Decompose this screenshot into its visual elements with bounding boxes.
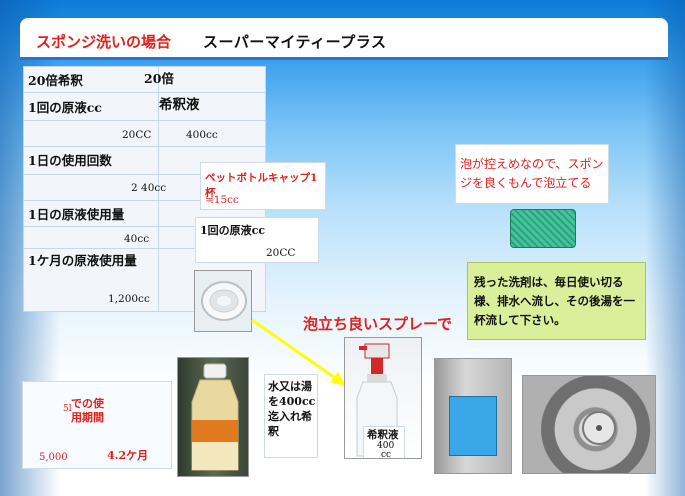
spray-tag-line2: 400 [377,441,395,451]
spray-label: 泡立ち良いスプレーで [303,315,453,333]
spray-tag-line3: cc [381,450,392,459]
page-title-red: スポンジ洗いの場合 [36,33,172,51]
pet-bottle-photo [177,357,249,477]
drain-image [582,411,616,445]
single-dose-box: 1回の原液cc 20CC [195,217,319,263]
table-cell: 1日の原液使用量 [28,207,125,222]
pet-bottle-image [191,363,239,471]
table-cell: 20倍希釈 [28,73,83,88]
spray-tag-line1: 希釈液 [367,429,399,441]
table-row: 20倍希釈 20倍 [24,67,265,93]
sponge-note: 泡が控えめなので、スポンジを良くもんで泡立てる [455,144,609,204]
table-cell: 1回の原液cc [28,100,102,115]
table-cell: 希釈液 [159,97,200,113]
usage-period-box: 5l での使 用期間 5,000 4.2ケ月 [22,381,172,469]
table-row: 20CC 400cc [24,121,265,147]
arrow-line [251,318,339,382]
bottle-cap-photo [194,270,252,332]
table-cell: 40cc [124,233,150,245]
table-row: 40cc [24,227,265,249]
container-label [449,396,497,456]
table-cell: 1ケ月の原液使用量 [28,253,137,268]
spray-tag: 希釈液 400 cc [363,426,405,459]
arrow-head [330,372,346,386]
bottlecap-note: ペットボトルキャップ1杯 ≒15cc [200,162,326,210]
table-row: 1日の原液使用量 [24,201,265,227]
drain-photo [522,375,656,474]
table-cell: 1,200cc [108,293,150,305]
period-line2: 用期間 [71,411,104,424]
title-bar: スポンジ洗いの場合 スーパーマイティープラス [20,18,668,60]
leftover-note-text: 残った洗剤は、毎日使い切る様、排水へ流し、その後湯を一杯流して下さい。 [474,275,635,327]
single-dose-label: 1回の原液cc [200,224,266,237]
table-divider [158,67,159,311]
container-photo [434,358,512,474]
bottlecap-line1: ペットボトルキャップ1杯 [205,172,318,199]
table-row: 1日の使用回数 [24,147,265,175]
page-title-product: スーパーマイティープラス [203,33,387,51]
table-cell: 20倍 [144,71,174,86]
sponge-photo [510,209,576,248]
table-cell: 1日の使用回数 [28,153,112,168]
period-value-cc: 5,000 [39,452,68,463]
water-note: 水又は湯を400cc迄入れ希釈 [264,374,318,458]
leftover-note: 残った洗剤は、毎日使い切る様、排水へ流し、その後湯を一杯流して下さい。 [467,262,646,340]
table-row: 1ケ月の原液使用量 [24,249,265,289]
period-value-months: 4.2ケ月 [107,449,149,462]
sponge-note-text: 泡が控えめなので、スポンジを良くもんで泡立てる [460,157,604,190]
table-row: 1回の原液cc 希釈液 [24,93,265,121]
spray-bottle-photo: 希釈液 400 cc [344,337,422,459]
table-row: 1,200cc [24,289,265,311]
bottle-cap-image [201,281,247,321]
period-line1: での使 [71,397,104,410]
table-cell: 20CC [122,129,152,141]
table-cell: 400cc [186,129,218,141]
bottlecap-line2: ≒15cc [205,194,239,206]
water-note-text: 水又は湯を400cc迄入れ希釈 [268,380,316,438]
table-cell: 2 40cc [131,182,167,194]
period-prefix: 5l [63,404,72,414]
single-dose-value: 20CC [266,247,296,259]
table-row: 2 40cc [24,175,265,201]
